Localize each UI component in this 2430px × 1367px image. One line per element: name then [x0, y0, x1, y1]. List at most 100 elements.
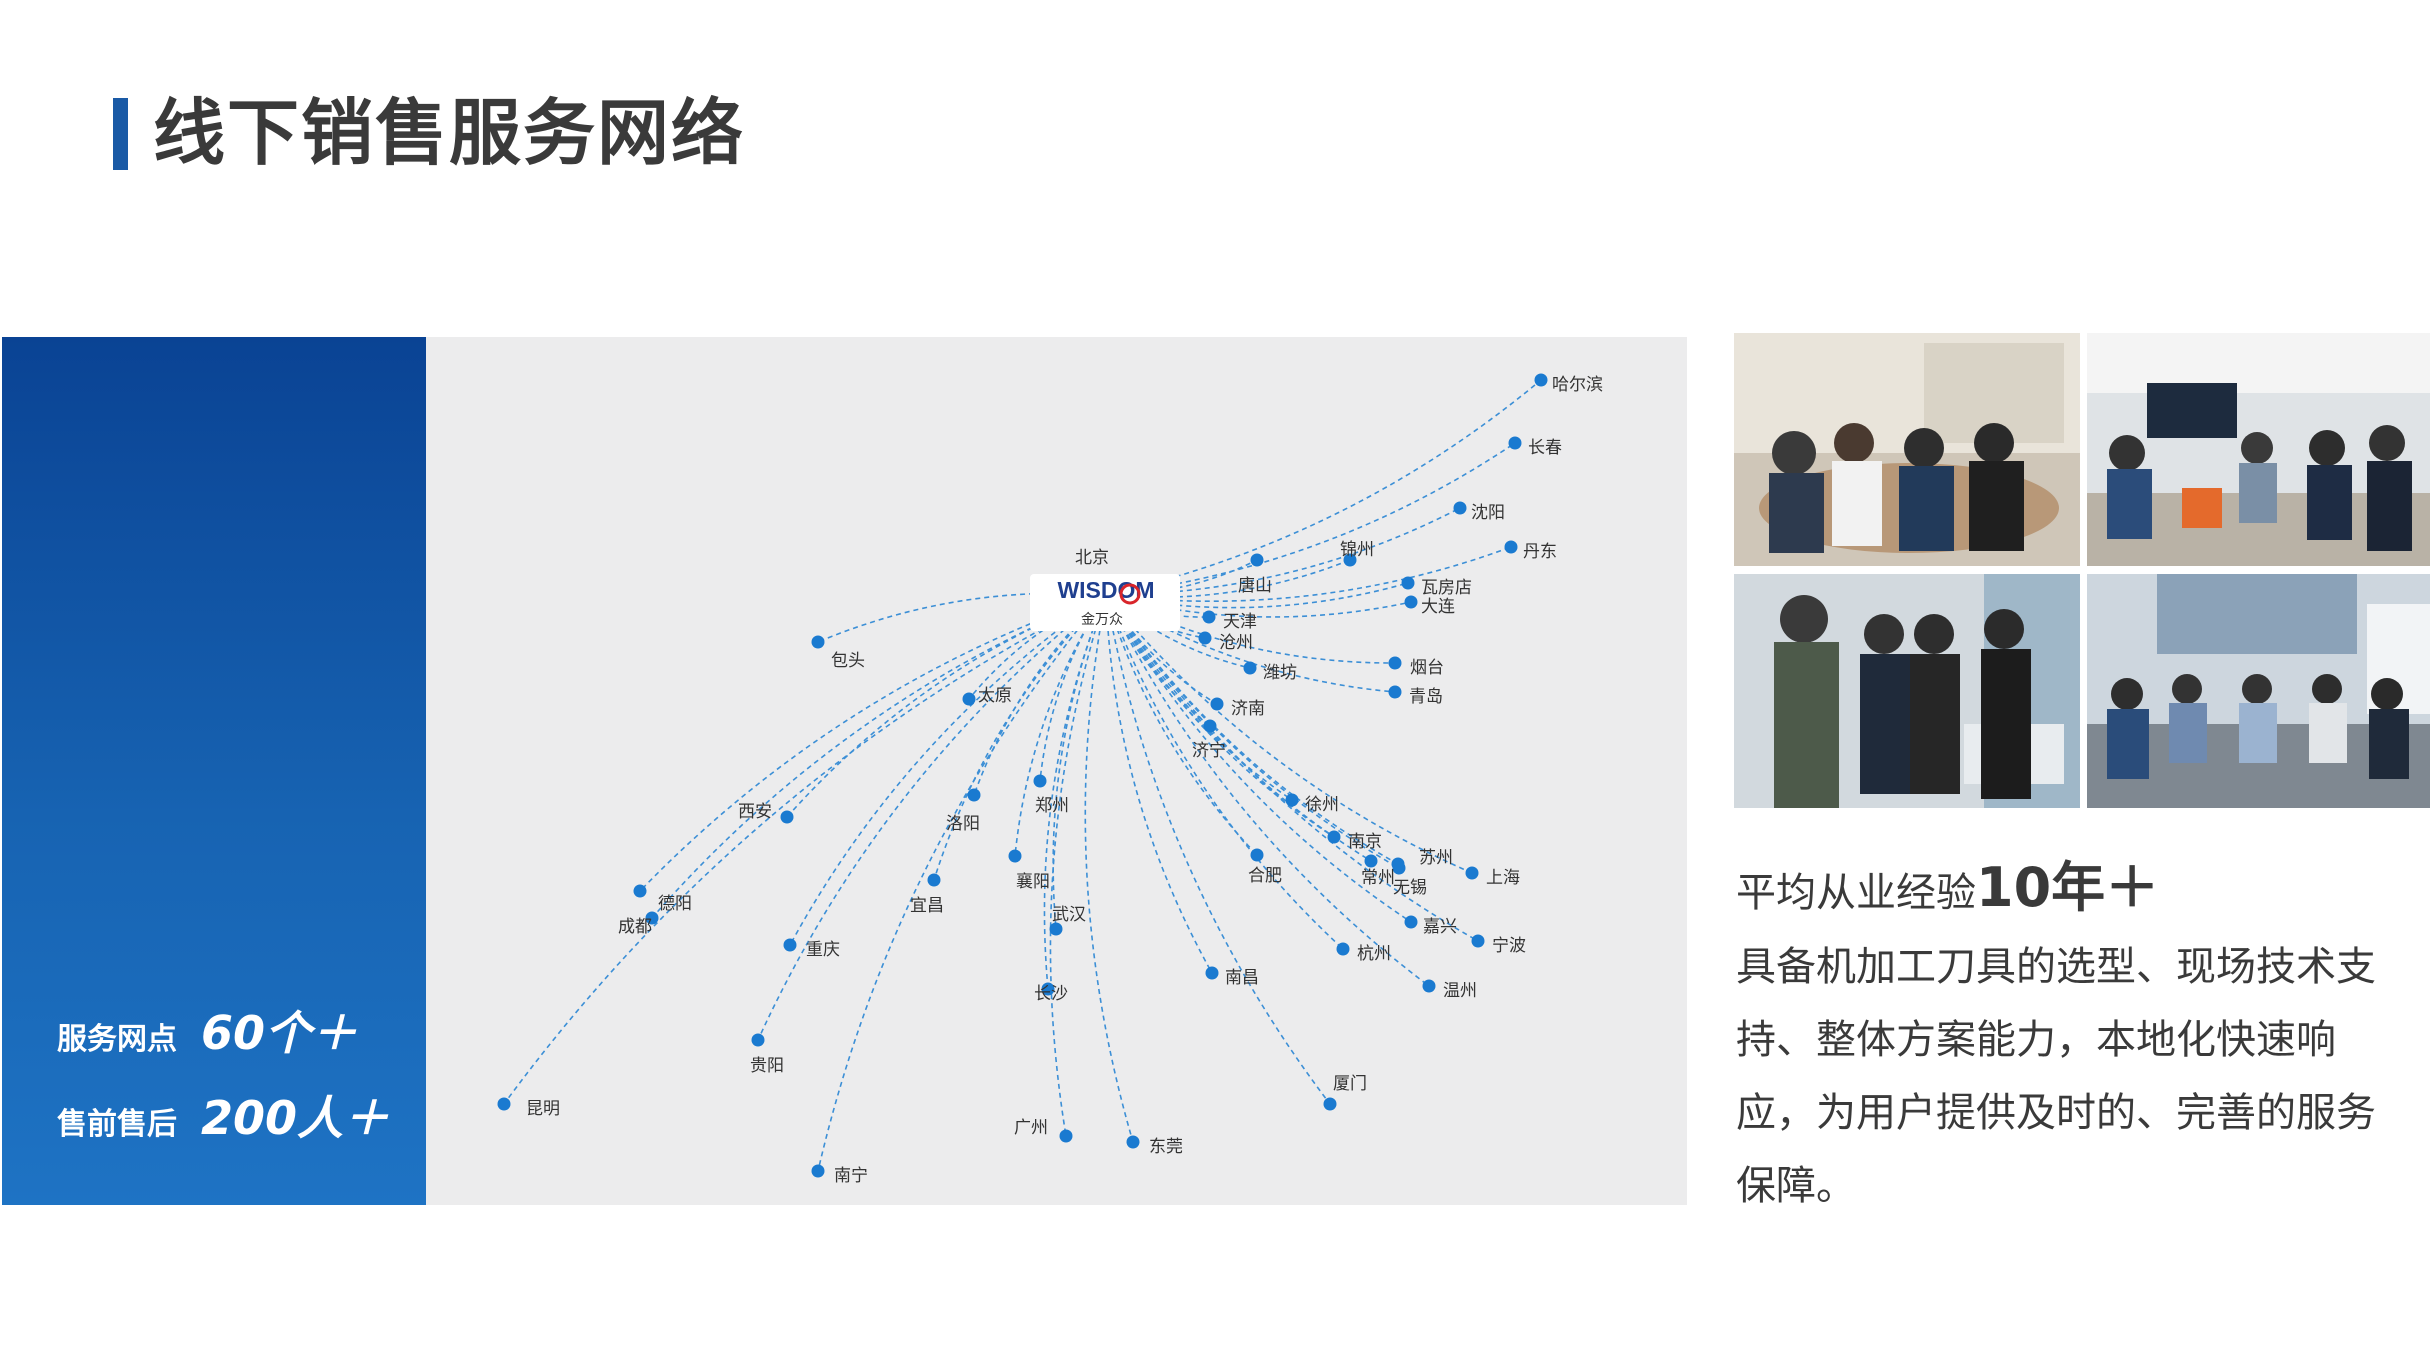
city-dot-city-14: [1203, 719, 1217, 733]
city-label-city-12: 青岛: [1409, 687, 1443, 707]
city-label-city-32: 厦门: [1333, 1074, 1367, 1094]
stat-value: 60个＋: [201, 1006, 358, 1060]
city-dot-city-28: [1336, 942, 1350, 956]
city-dot-city-21: [1327, 830, 1341, 844]
city-label-city-22: 苏州: [1419, 848, 1453, 868]
city-label-city-16: 太原: [978, 686, 1012, 706]
city-dot-city-26: [1404, 915, 1418, 929]
city-label-city-36: 宜昌: [910, 896, 944, 916]
stat-service-points: 服务网点 60个＋: [57, 997, 357, 1063]
city-dot-city-11: [1388, 656, 1402, 670]
city-dot-city-18: [967, 788, 981, 802]
city-dot-city-33: [1049, 922, 1063, 936]
city-dot-city-44: [1126, 1135, 1140, 1149]
route-line-city-35: [1014, 594, 1107, 857]
route-line-city-39: [651, 594, 1107, 919]
route-line-city-37: [789, 594, 1107, 946]
city-dot-city-38: [751, 1033, 765, 1047]
city-label-city-27: 宁波: [1492, 936, 1526, 956]
experience-headline: 平均从业经验10年＋: [1736, 850, 2396, 931]
page-title: 线下销售服务网络: [153, 91, 746, 175]
city-label-city-7: 大连: [1421, 597, 1455, 617]
photo-grid: [1734, 333, 2430, 808]
route-line-city-1: [1105, 442, 1516, 596]
city-label-city-44: 东莞: [1149, 1137, 1183, 1157]
city-dot-city-30: [1250, 848, 1264, 862]
city-label-city-28: 杭州: [1357, 944, 1391, 964]
logo-box: [1030, 574, 1180, 631]
stat-label: 售前售后: [57, 1107, 177, 1142]
city-label-city-4: 锦州: [1340, 540, 1374, 560]
city-dot-city-3: [1504, 540, 1518, 554]
city-label-city-9: 沧州: [1219, 633, 1253, 653]
team-photo-2: [2087, 333, 2430, 566]
city-label-city-21: 南京: [1348, 832, 1382, 852]
city-label-city-1: 长春: [1528, 438, 1562, 458]
city-label-city-23: 上海: [1486, 868, 1520, 888]
logo-swirl-icon: [1119, 583, 1141, 605]
city-dot-city-15: [811, 635, 825, 649]
logo-subtext: 金万众: [1081, 612, 1123, 628]
city-label-city-18: 洛阳: [946, 814, 980, 834]
route-line-city-31: [1105, 594, 1213, 974]
city-dot-city-41: [497, 1097, 511, 1111]
route-line-city-34: [1043, 594, 1107, 990]
team-photo-3: [1734, 574, 2080, 808]
city-dot-city-17: [780, 810, 794, 824]
stat-label: 服务网点: [57, 1022, 177, 1057]
city-dot-city-6: [1401, 576, 1415, 590]
stat-staff: 售前售后 200人＋: [57, 1082, 389, 1148]
city-label-city-10: 潍坊: [1263, 663, 1297, 683]
city-label-city-5: 唐山: [1238, 575, 1272, 596]
team-photo-1: [1734, 333, 2080, 566]
city-dot-city-10: [1243, 661, 1257, 675]
city-dot-city-20: [1285, 793, 1299, 807]
city-label-city-29: 温州: [1443, 981, 1477, 1001]
team-photo-4: [2087, 574, 2430, 808]
city-dot-city-16: [962, 692, 976, 706]
route-line-city-40: [639, 594, 1107, 892]
city-dot-city-40: [633, 884, 647, 898]
city-label-city-17: 西安: [738, 802, 772, 822]
city-label-city-43: 广州: [1014, 1118, 1048, 1138]
city-label-city-2: 沈阳: [1471, 503, 1505, 523]
route-line-city-28: [1105, 594, 1344, 950]
city-dot-city-25: [1391, 857, 1405, 871]
city-label-city-34: 长沙: [1034, 984, 1068, 1004]
route-line-city-27: [1105, 594, 1479, 942]
description-body: 具备机加工刀具的选型、现场技术支持、整体方案能力，本地化快速响应，为用户提供及时…: [1736, 944, 2376, 1209]
city-dot-city-19: [1033, 774, 1047, 788]
route-line-city-0: [1105, 379, 1542, 596]
city-label-city-14: 济宁: [1192, 741, 1226, 761]
hub-city-label: 北京: [1075, 548, 1109, 568]
city-dot-city-31: [1205, 966, 1219, 980]
title-accent-bar: [113, 98, 128, 170]
city-label-city-11: 烟台: [1410, 658, 1444, 678]
route-line-city-30: [1105, 594, 1258, 856]
city-label-city-20: 徐州: [1305, 795, 1339, 815]
logo-text: WISDOM: [1057, 577, 1154, 603]
network-map-svg: WISDOM 金万众 北京 哈尔滨长春沈阳丹东锦州唐山瓦房店大连天津沧州潍坊烟台…: [497, 373, 1603, 1186]
city-dot-city-7: [1404, 595, 1418, 609]
route-line-city-36: [933, 594, 1107, 881]
city-label-city-25: 无锡: [1393, 878, 1427, 898]
city-dot-city-1: [1508, 436, 1522, 450]
route-line-city-41: [503, 594, 1107, 1105]
city-label-city-42: 南宁: [834, 1166, 868, 1186]
route-line-city-29: [1105, 594, 1430, 987]
city-label-city-40: 德阳: [658, 894, 692, 914]
city-label-city-0: 哈尔滨: [1552, 375, 1603, 395]
service-description: 平均从业经验10年＋ 具备机加工刀具的选型、现场技术支持、整体方案能力，本地化快…: [1736, 850, 2396, 1223]
city-label-city-38: 贵阳: [750, 1056, 784, 1076]
city-dot-city-39: [645, 911, 659, 925]
city-dot-city-13: [1210, 697, 1224, 711]
route-line-city-44: [1084, 594, 1134, 1143]
city-label-city-13: 济南: [1231, 699, 1265, 719]
network-map: WISDOM 金万众 北京 哈尔滨长春沈阳丹东锦州唐山瓦房店大连天津沧州潍坊烟台…: [426, 337, 1687, 1205]
route-line-city-26: [1105, 594, 1412, 923]
city-label-city-8: 天津: [1223, 612, 1257, 632]
city-dot-city-37: [783, 938, 797, 952]
city-dot-city-29: [1422, 979, 1436, 993]
city-dot-city-23: [1465, 866, 1479, 880]
route-line-city-43: [1049, 594, 1107, 1137]
